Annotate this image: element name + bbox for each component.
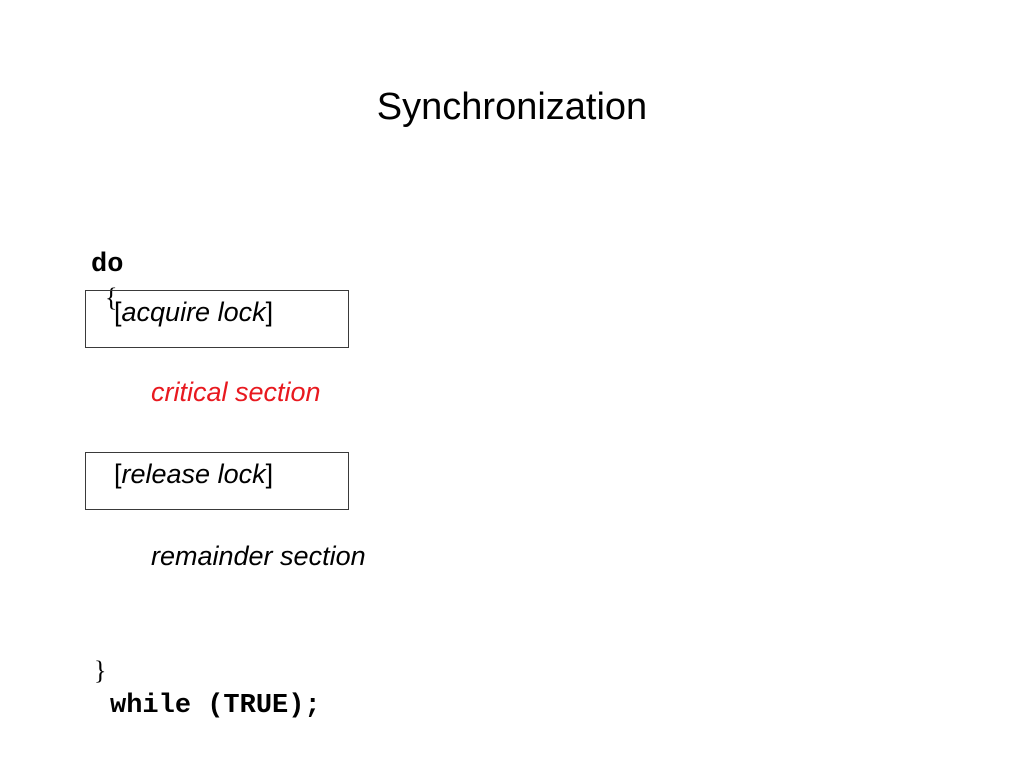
while-clause: while (TRUE);: [110, 691, 321, 721]
release-lock-label: release lock: [121, 459, 266, 489]
critical-section-text: critical section: [151, 377, 321, 407]
acquire-open-bracket: [: [114, 297, 122, 327]
do-line: do {: [61, 214, 123, 346]
acquire-close-bracket: ]: [265, 297, 274, 327]
acquire-lock-box: [acquire lock]: [85, 290, 349, 348]
release-close-bracket: ]: [265, 459, 274, 489]
release-open-bracket: [: [114, 459, 122, 489]
release-lock-text: [release lock]: [114, 458, 273, 490]
remainder-section-text: remainder section: [151, 541, 366, 571]
acquire-lock-text: [acquire lock]: [114, 296, 273, 328]
slide-title: Synchronization: [376, 86, 648, 128]
acquire-lock-label: acquire lock: [121, 297, 266, 327]
release-lock-box: [release lock]: [85, 452, 349, 510]
close-brace: }: [94, 656, 107, 685]
do-keyword: do: [91, 250, 124, 280]
while-line: } while (TRUE);: [64, 622, 321, 754]
